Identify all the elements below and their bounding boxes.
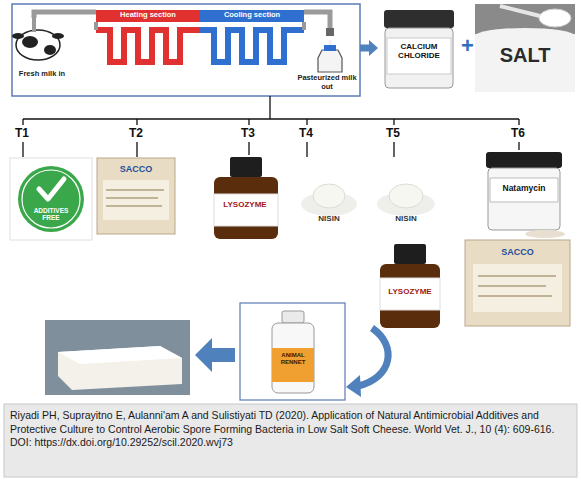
node-text: LYSOZYME	[214, 200, 276, 209]
illustration-node: ANIMAL RENNET	[240, 303, 345, 400]
treatment-label: T5	[386, 127, 400, 140]
lysozyme-bottle	[214, 157, 278, 239]
natamycin-jar	[486, 152, 565, 238]
calcium-chloride-jar	[384, 10, 454, 88]
illustration-node: NISIN	[298, 158, 360, 238]
treatment-tree-lines	[23, 96, 519, 157]
node-text: Cooling section	[200, 11, 304, 20]
illustration-node: CALCIUM CHLORIDE	[378, 6, 460, 90]
lysozyme-bottle	[380, 244, 440, 328]
node-text: ADDITIVES FREE	[26, 207, 76, 222]
flow-arrow	[360, 40, 378, 56]
node-text: ANIMAL RENNET	[272, 352, 314, 366]
nisin-powder	[301, 184, 357, 216]
flow-arrow	[195, 338, 235, 372]
treatment-label: T2	[129, 127, 143, 140]
illustration-node: SALT	[475, 4, 575, 92]
nisin-powder	[377, 184, 435, 216]
illustration-node: Fresh milk in Heating sectionCooling sect…	[12, 4, 360, 96]
treatment-label: T6	[511, 127, 525, 140]
node-text: Heating section	[96, 11, 200, 20]
pasteurizer-drawing	[12, 4, 360, 96]
illustration-node: LYSOZYME	[372, 242, 448, 330]
illustration-node: SACCO	[465, 240, 570, 326]
illustration-node: NISIN	[372, 158, 440, 236]
cheese-photo	[45, 320, 190, 395]
treatment-label: T1	[15, 127, 29, 140]
culture-packet	[97, 158, 175, 234]
treatment-label: +	[461, 34, 474, 58]
node-text: NISIN	[298, 214, 360, 223]
culture-packet	[465, 240, 570, 326]
node-text: Pasteurized milk out	[296, 74, 358, 91]
treatment-label: T3	[241, 127, 255, 140]
node-text: LYSOZYME	[380, 287, 440, 296]
node-text: Fresh milk in	[16, 70, 68, 79]
illustration-node: Natamycin	[478, 150, 570, 236]
illustration-node: LYSOZYME	[200, 155, 290, 241]
illustration-node: ADDITIVES FREE	[10, 158, 92, 240]
rennet-bottle	[240, 303, 345, 400]
citation-caption: Riyadi PH, Suprayitno E, Aulanni'am A an…	[10, 409, 571, 450]
node-text: Natamycin	[490, 184, 558, 194]
caption-panel	[4, 404, 577, 477]
node-text: SACCO	[97, 164, 175, 174]
node-text: SALT	[475, 44, 575, 67]
node-text: CALCIUM CHLORIDE	[388, 42, 450, 60]
illustration-node: SACCO	[97, 158, 175, 234]
curved-arrow	[346, 328, 388, 397]
node-text: SACCO	[465, 247, 570, 257]
treatment-label: T4	[299, 127, 313, 140]
additives-free-badge	[10, 158, 92, 240]
salt-photo	[475, 4, 575, 92]
node-text: NISIN	[372, 214, 440, 223]
